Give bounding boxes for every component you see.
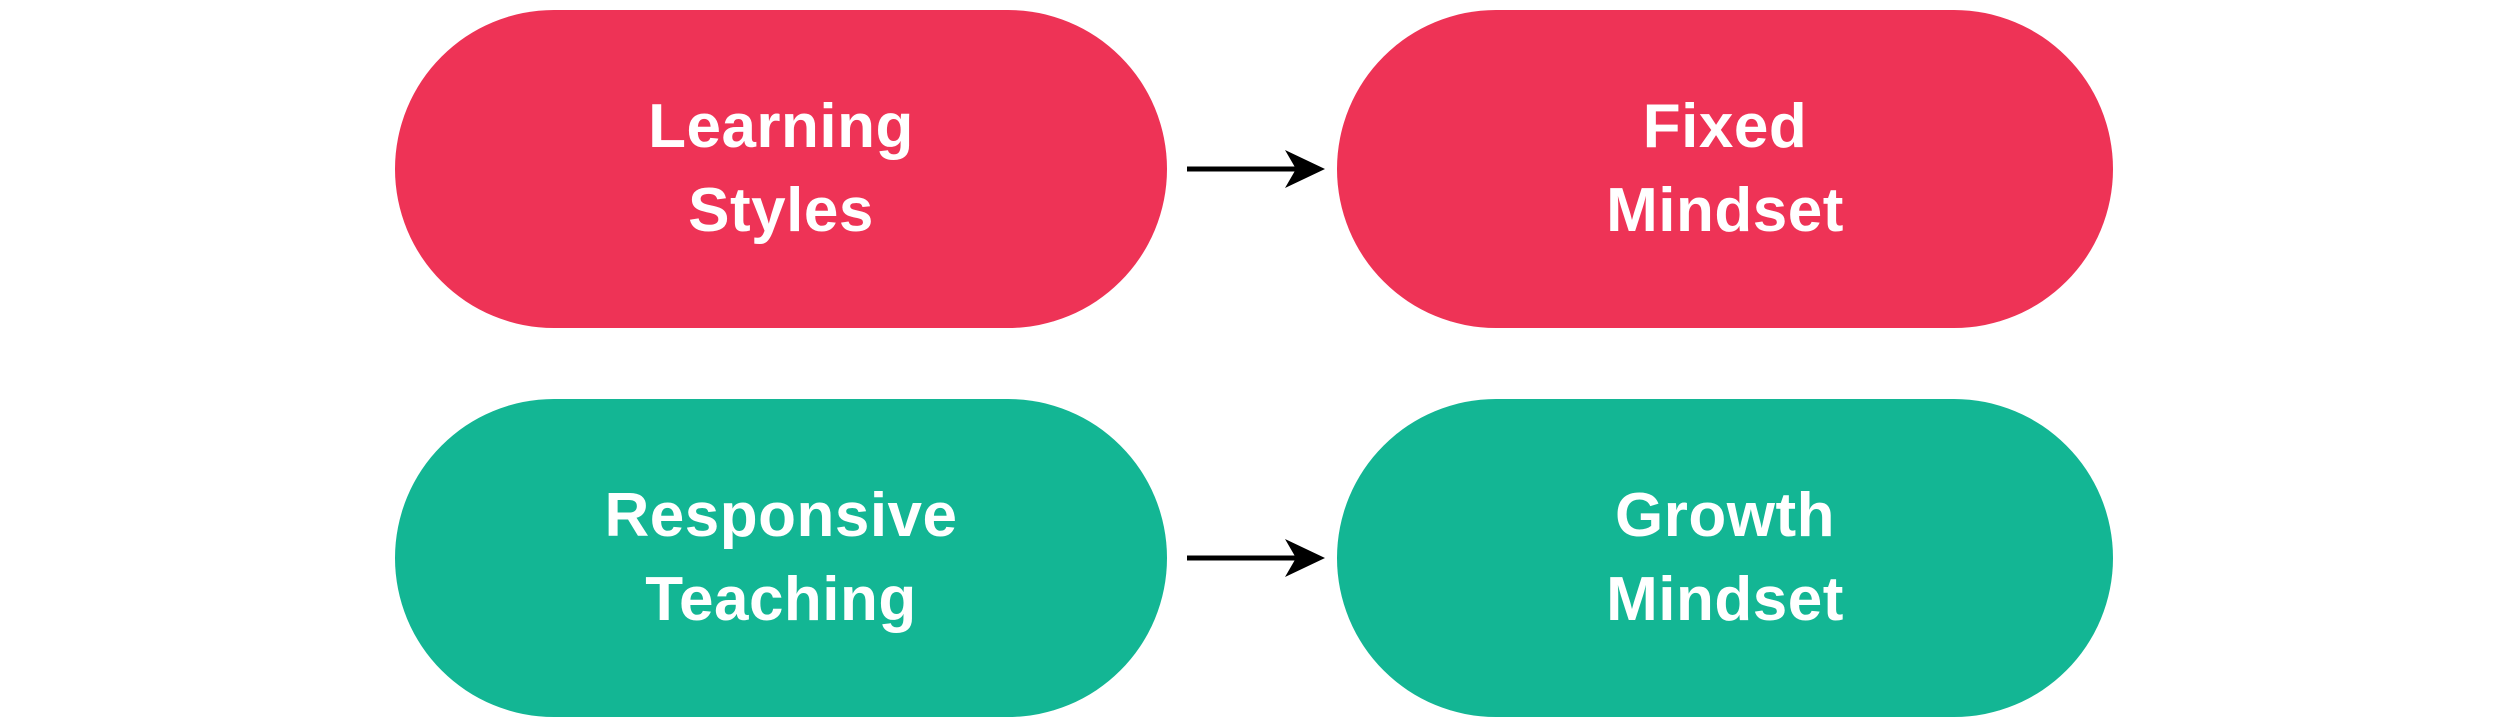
node-label-line: Responsive — [604, 481, 958, 550]
node-growth-mindset: Growth Mindset — [1337, 399, 2113, 717]
node-label-line: Mindset — [1606, 565, 1844, 634]
arrow-icon — [1187, 150, 1325, 188]
node-learning-styles: Learning Styles — [395, 10, 1167, 328]
node-label-line: Styles — [688, 176, 874, 245]
node-label-line: Growth — [1615, 481, 1835, 550]
arrow-icon — [1187, 539, 1325, 577]
node-label-line: Mindset — [1606, 176, 1844, 245]
node-label-line: Teaching — [645, 565, 917, 634]
node-responsive-teaching: Responsive Teaching — [395, 399, 1167, 717]
node-fixed-mindset: Fixed Mindset — [1337, 10, 2113, 328]
node-label-line: Learning — [648, 92, 914, 161]
node-label-line: Fixed — [1642, 92, 1808, 161]
